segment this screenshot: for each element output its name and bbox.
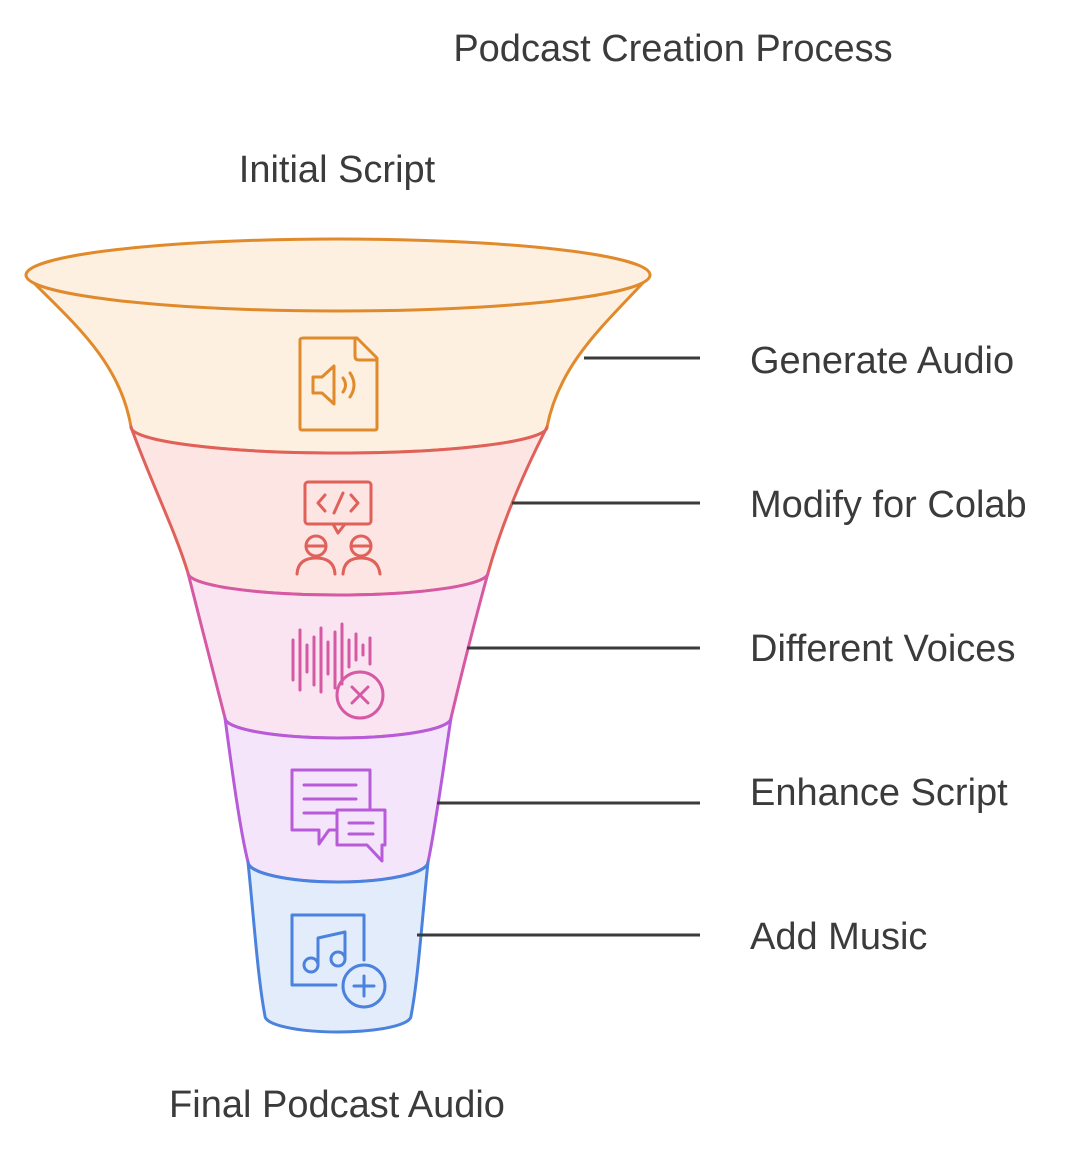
stage-label-different-voices: Different Voices: [750, 628, 1015, 670]
audio-file-icon: [298, 336, 379, 432]
funnel-top-rim: [24, 237, 652, 313]
voice-waveform-cancel-icon: [291, 622, 385, 720]
diagram-title: Podcast Creation Process: [453, 28, 892, 70]
stage-label-enhance-script: Enhance Script: [750, 772, 1008, 814]
funnel-bottom-label: Final Podcast Audio: [169, 1084, 505, 1126]
stage-label-generate-audio: Generate Audio: [750, 340, 1014, 382]
funnel-stage-enhance-script: Enhance Script: [223, 716, 1008, 884]
code-collaboration-icon: [295, 480, 382, 576]
chat-messages-icon: [290, 768, 387, 863]
funnel-stage-modify-for-colab: Modify for Colab: [129, 425, 1027, 597]
funnel-top-label: Initial Script: [239, 149, 436, 191]
funnel-stage-add-music: Add Music: [246, 860, 927, 1034]
music-file-add-icon: [290, 913, 387, 1009]
funnel-stage-generate-audio: Generate Audio: [24, 237, 1014, 455]
funnel-stage-different-voices: Different Voices: [186, 571, 1015, 740]
stage-label-add-music: Add Music: [750, 916, 927, 958]
stage-label-modify-for-colab: Modify for Colab: [750, 484, 1027, 526]
